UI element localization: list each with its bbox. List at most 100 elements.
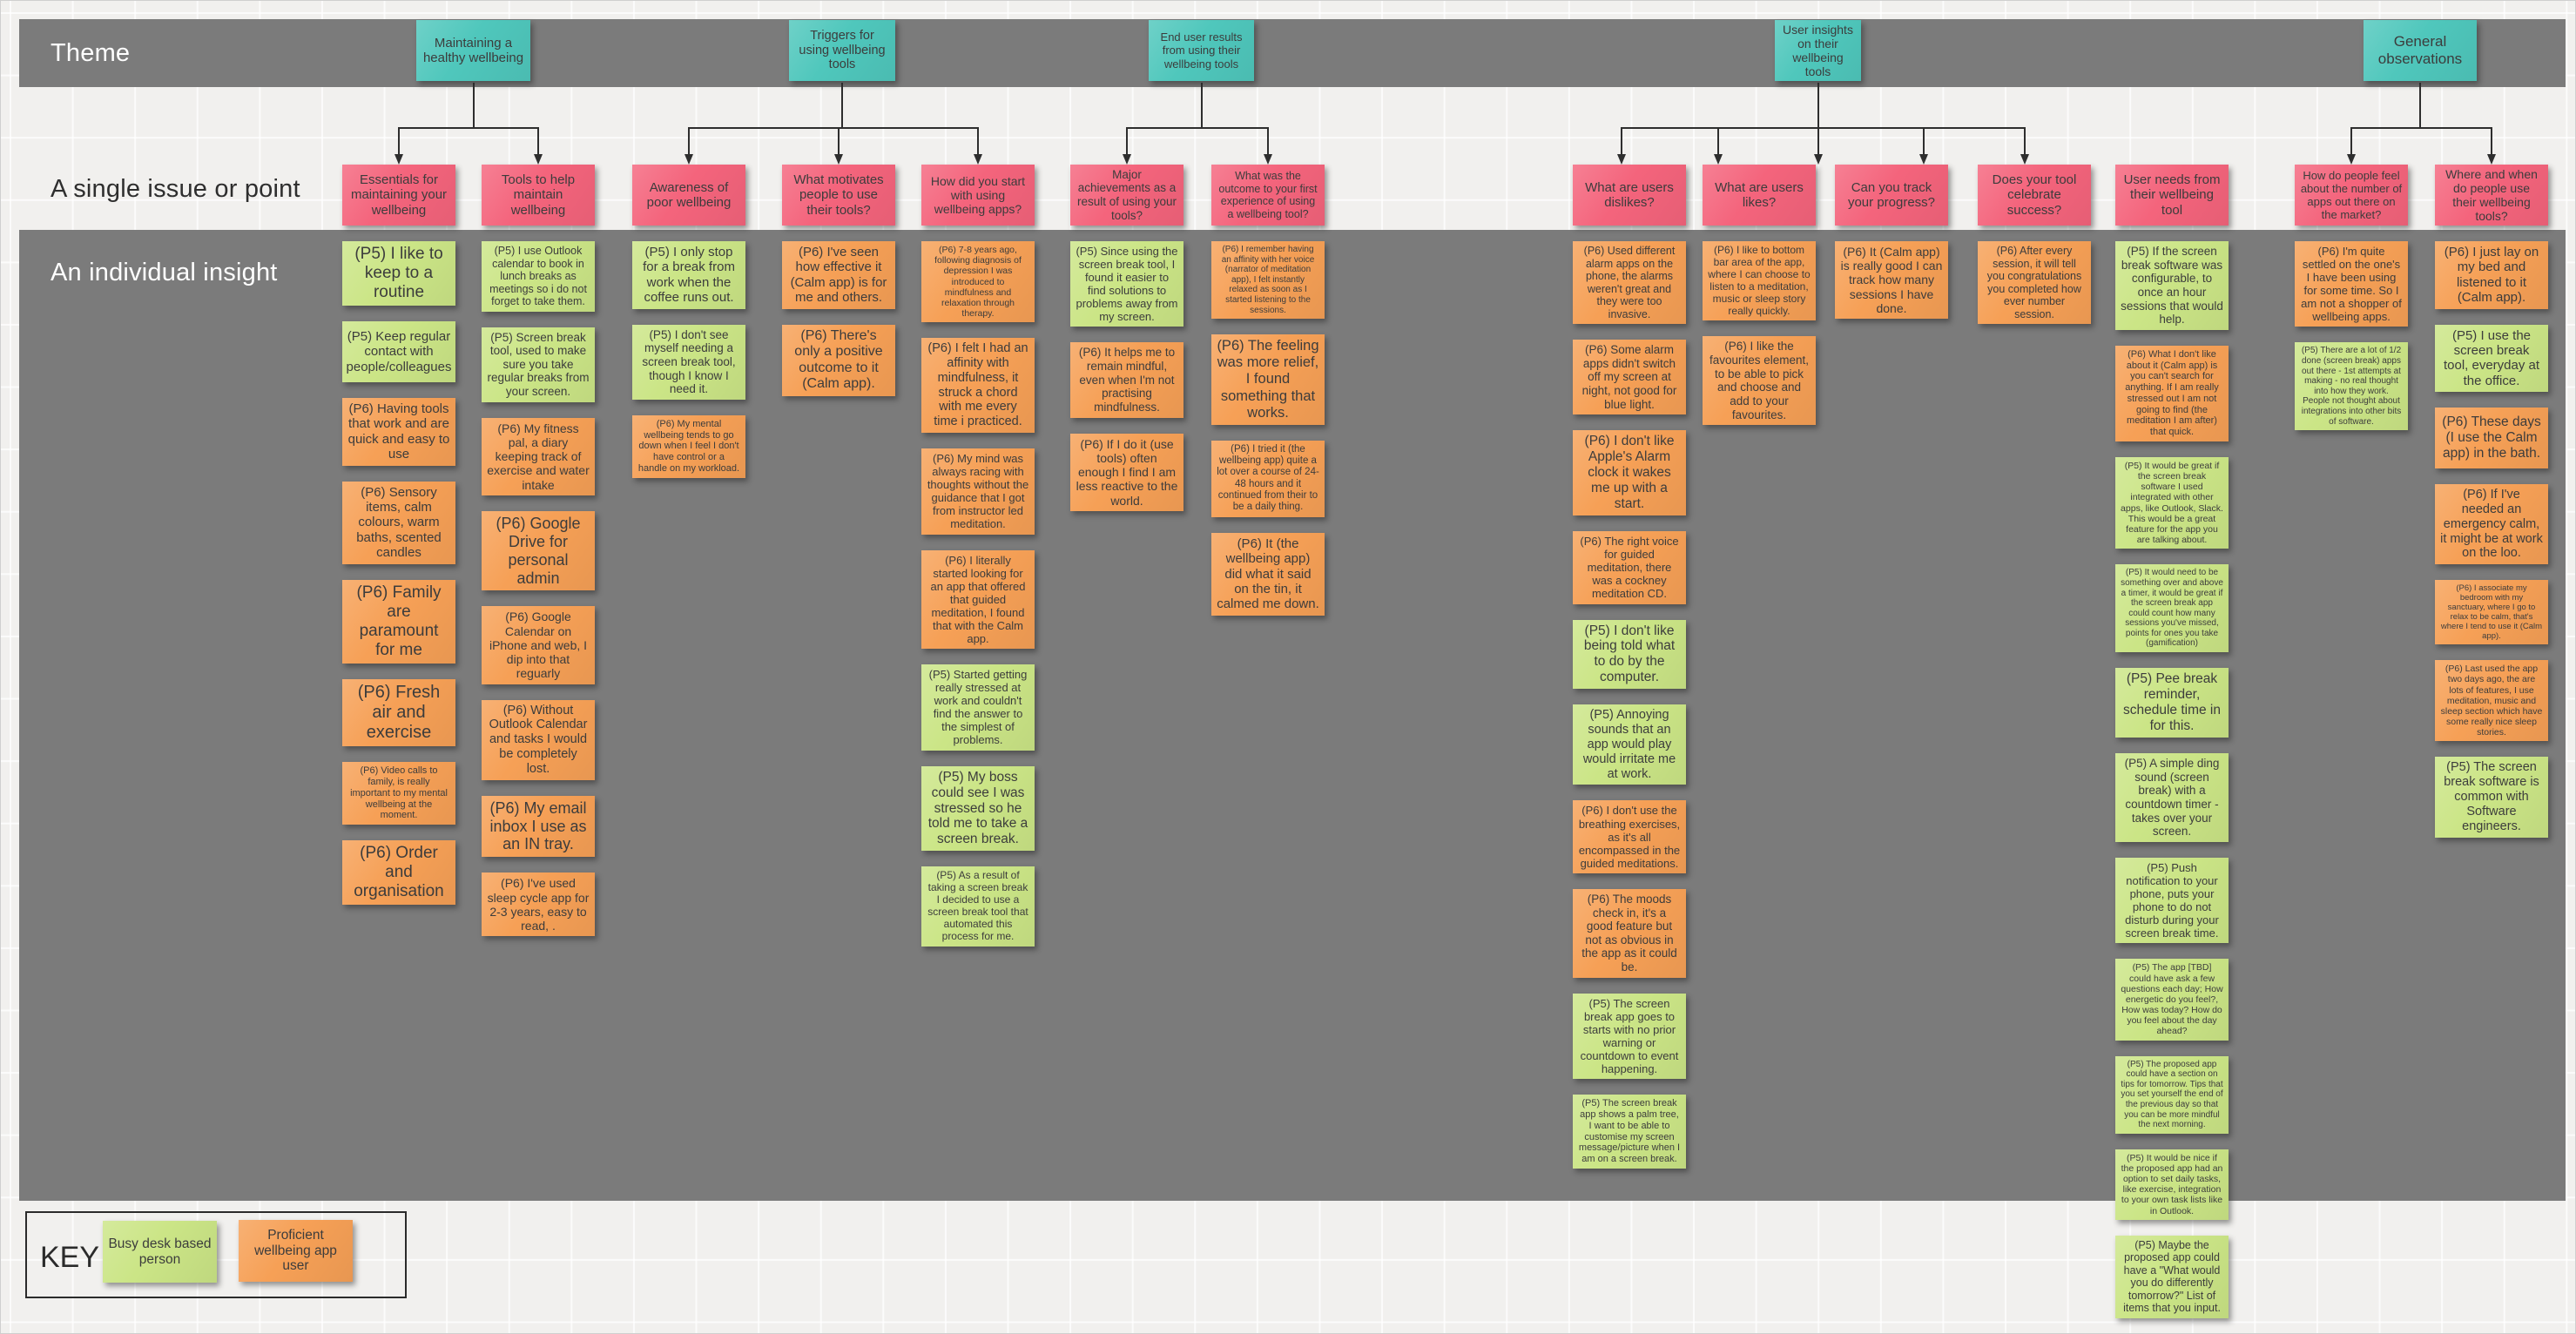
theme-note[interactable]: Maintaining a healthy wellbeing bbox=[416, 20, 530, 81]
connector-line bbox=[1126, 127, 1269, 129]
insight-note[interactable]: (P6) These days (I use the Calm app) in … bbox=[2435, 408, 2548, 469]
insight-note[interactable]: (P6) I've used sleep cycle app for 2-3 y… bbox=[482, 872, 595, 937]
insight-note[interactable]: (P5) If the screen break software was co… bbox=[2115, 241, 2229, 330]
insight-note[interactable]: (P5) It would be great if the screen bre… bbox=[2115, 456, 2229, 549]
connector-line bbox=[688, 127, 690, 154]
insight-note[interactable]: (P5) Annoying sounds that an app would p… bbox=[1573, 704, 1686, 785]
insight-note[interactable]: (P6) The feeling was more relief, I foun… bbox=[1211, 334, 1325, 425]
insight-note[interactable]: (P5) The screen break software is common… bbox=[2435, 757, 2548, 838]
row-label-individual-insight: An individual insight bbox=[51, 259, 278, 286]
insight-note[interactable]: (P5) The app [TBD] could have ask a few … bbox=[2115, 959, 2229, 1041]
insight-note[interactable]: (P6) What I don't like about it (Calm ap… bbox=[2115, 345, 2229, 441]
arrow-down-icon bbox=[1123, 154, 1131, 165]
insight-note[interactable]: (P5) My boss could see I was stressed so… bbox=[921, 765, 1035, 852]
insight-note[interactable]: (P6) Order and organisation bbox=[342, 840, 455, 906]
insight-note[interactable]: (P5) The screen break app goes to starts… bbox=[1573, 993, 1686, 1080]
theme-note[interactable]: End user results from using their wellbe… bbox=[1149, 20, 1254, 81]
arrow-down-icon bbox=[394, 154, 403, 165]
insight-note[interactable]: (P6) I tried it (the wellbeing app) quit… bbox=[1211, 440, 1325, 517]
issue-header-note[interactable]: What are users likes? bbox=[1703, 165, 1816, 226]
theme-note[interactable]: Triggers for using wellbeing tools bbox=[789, 20, 895, 81]
insight-note[interactable]: (P5) There are a lot of 1/2 done (screen… bbox=[2295, 342, 2408, 431]
issue-header-note[interactable]: Essentials for maintaining your wellbein… bbox=[342, 165, 455, 226]
insight-note[interactable]: (P6) 7-8 years ago, following diagnosis … bbox=[921, 241, 1035, 323]
insight-note[interactable]: (P6) Video calls to family, is really im… bbox=[342, 762, 455, 825]
insight-note[interactable]: (P6) I remember having an affinity with … bbox=[1211, 241, 1325, 320]
insight-note[interactable]: (P5) The proposed app could have a secti… bbox=[2115, 1055, 2229, 1134]
insight-note[interactable]: (P6) I like to bottom bar area of the ap… bbox=[1703, 241, 1816, 321]
insight-note[interactable]: (P5) Push notification to your phone, pu… bbox=[2115, 857, 2229, 944]
insight-note[interactable]: (P6) I literally started looking for an … bbox=[921, 549, 1035, 650]
insight-note[interactable]: (P5) I use Outlook calendar to book in l… bbox=[482, 241, 595, 312]
insight-note[interactable]: (P5) Started getting really stressed at … bbox=[921, 664, 1035, 751]
insight-column: How did you start with using wellbeing a… bbox=[921, 165, 1035, 947]
arrow-down-icon bbox=[834, 154, 843, 165]
insight-note[interactable]: (P5) I only stop for a break from work w… bbox=[632, 241, 745, 309]
insight-note[interactable]: (P6) After every session, it will tell y… bbox=[1978, 241, 2091, 324]
insight-note[interactable]: (P6) If I've needed an emergency calm, i… bbox=[2435, 484, 2548, 565]
insight-note[interactable]: (P6) My mental wellbeing tends to go dow… bbox=[632, 414, 745, 478]
insight-note[interactable]: (P6) I've seen how effective it (Calm ap… bbox=[782, 241, 895, 309]
insight-note[interactable]: (P6) Google Drive for personal admin bbox=[482, 510, 595, 591]
insight-note[interactable]: (P6) My email inbox I use as an IN tray. bbox=[482, 795, 595, 858]
issue-header-note[interactable]: What are users dislikes? bbox=[1573, 165, 1686, 226]
insight-note[interactable]: (P6) Last used the app two days ago, the… bbox=[2435, 660, 2548, 742]
insight-note[interactable]: (P6) Used different alarm apps on the ph… bbox=[1573, 241, 1686, 324]
issue-header-note[interactable]: User needs from their wellbeing tool bbox=[2115, 165, 2229, 226]
issue-header-note[interactable]: What motivates people to use their tools… bbox=[782, 165, 895, 226]
issue-header-note[interactable]: Can you track your progress? bbox=[1835, 165, 1948, 226]
insight-note[interactable]: (P6) I felt I had an affinity with mindf… bbox=[921, 338, 1035, 434]
insight-note[interactable]: (P5) I like to keep to a routine bbox=[342, 241, 455, 307]
insight-note[interactable]: (P6) If I do it (use tools) often enough… bbox=[1070, 433, 1183, 511]
insight-note[interactable]: (P6) Fresh air and exercise bbox=[342, 678, 455, 747]
insight-note[interactable]: (P6) There's only a positive outcome to … bbox=[782, 324, 895, 396]
issue-header-note[interactable]: Where and when do people use their wellb… bbox=[2435, 165, 2548, 226]
insight-note[interactable]: (P5) Since using the screen break tool, … bbox=[1070, 241, 1183, 327]
insight-note[interactable]: (P6) Without Outlook Calendar and tasks … bbox=[482, 699, 595, 780]
insight-note[interactable]: (P6) The moods check in, it's a good fea… bbox=[1573, 888, 1686, 978]
issue-header-note[interactable]: Does your tool celebrate success? bbox=[1978, 165, 2091, 226]
insight-column: User needs from their wellbeing tool (P5)… bbox=[2115, 165, 2229, 1318]
insight-note[interactable]: (P6) Sensory items, calm colours, warm b… bbox=[342, 481, 455, 564]
insight-note[interactable]: (P5) I use the screen break tool, everyd… bbox=[2435, 324, 2548, 393]
insight-note[interactable]: (P5) It would be nice if the proposed ap… bbox=[2115, 1149, 2229, 1220]
insight-note[interactable]: (P5) Screen break tool, used to make sur… bbox=[482, 327, 595, 402]
insight-note[interactable]: (P5) Keep regular contact with people/co… bbox=[342, 321, 455, 383]
insight-note[interactable]: (P6) I just lay on my bed and listened t… bbox=[2435, 241, 2548, 309]
insight-note[interactable]: (P5) I don't like being told what to do … bbox=[1573, 619, 1686, 690]
issue-header-note[interactable]: How did you start with using wellbeing a… bbox=[921, 165, 1035, 226]
issue-header-note[interactable]: What was the outcome to your first exper… bbox=[1211, 165, 1325, 226]
insight-note[interactable]: (P5) Pee break reminder, schedule time i… bbox=[2115, 668, 2229, 738]
insight-note[interactable]: (P6) I associate my bedroom with my sanc… bbox=[2435, 580, 2548, 645]
insight-note[interactable]: (P6) I don't use the breathing exercises… bbox=[1573, 800, 1686, 873]
insight-note[interactable]: (P5) It would need to be something over … bbox=[2115, 564, 2229, 653]
insight-note[interactable]: (P6) Google Calendar on iPhone and web, … bbox=[482, 606, 595, 684]
insight-note[interactable]: (P6) It (the wellbeing app) did what it … bbox=[1211, 532, 1325, 616]
key-note[interactable]: Proficient wellbeing app user bbox=[239, 1220, 353, 1282]
issue-header-note[interactable]: Tools to help maintain wellbeing bbox=[482, 165, 595, 226]
insight-note[interactable]: (P5) A simple ding sound (screen break) … bbox=[2115, 752, 2229, 842]
insight-note[interactable]: (P6) I don't like Apple's Alarm clock it… bbox=[1573, 430, 1686, 516]
issue-header-note[interactable]: How do people feel about the number of a… bbox=[2295, 165, 2408, 226]
insight-note[interactable]: (P6) My mind was always racing with thou… bbox=[921, 448, 1035, 535]
insight-note[interactable]: (P6) I like the favourites element, to b… bbox=[1703, 336, 1816, 426]
insight-note[interactable]: (P6) It helps me to remain mindful, even… bbox=[1070, 342, 1183, 418]
insight-note[interactable]: (P6) The right voice for guided meditati… bbox=[1573, 531, 1686, 604]
theme-note[interactable]: User insights on their wellbeing tools bbox=[1775, 20, 1861, 81]
theme-note[interactable]: General observations bbox=[2364, 20, 2477, 81]
insight-note[interactable]: (P6) My fitness pal, a diary keeping tra… bbox=[482, 417, 595, 495]
connector-line bbox=[2350, 127, 2492, 129]
issue-header-note[interactable]: Awareness of poor wellbeing bbox=[632, 165, 745, 226]
insight-note[interactable]: (P6) It (Calm app) is really good I can … bbox=[1835, 241, 1948, 320]
insight-note[interactable]: (P5) I don't see myself needing a screen… bbox=[632, 324, 745, 400]
insight-note[interactable]: (P6) Some alarm apps didn't switch off m… bbox=[1573, 340, 1686, 415]
insight-note[interactable]: (P5) Maybe the proposed app could have a… bbox=[2115, 1235, 2229, 1318]
insight-note[interactable]: (P6) Family are paramount for me bbox=[342, 579, 455, 664]
key-note[interactable]: Busy desk based person bbox=[103, 1221, 217, 1283]
insight-note[interactable]: (P6) Having tools that work and are quic… bbox=[342, 398, 455, 466]
insight-note[interactable]: (P5) The screen break app shows a palm t… bbox=[1573, 1095, 1686, 1169]
issue-header-note[interactable]: Major achievements as a result of using … bbox=[1070, 165, 1183, 226]
insight-note[interactable]: (P5) As a result of taking a screen brea… bbox=[921, 866, 1035, 947]
insight-note[interactable]: (P6) I'm quite settled on the one's I ha… bbox=[2295, 241, 2408, 327]
connector-line bbox=[1621, 127, 2026, 129]
